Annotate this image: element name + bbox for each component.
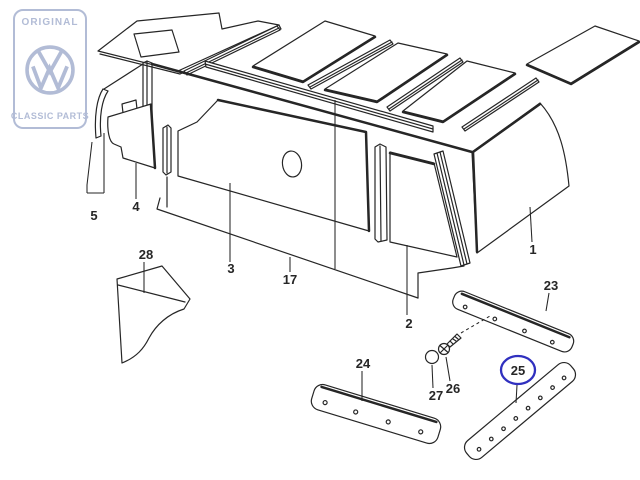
rear-step [417,265,465,299]
roof-rails [183,25,540,133]
part-label-27[interactable]: 27 [429,388,443,403]
part-25-strip [463,361,577,461]
leader-lines [86,100,550,404]
part-label-23[interactable]: 23 [544,278,558,293]
part-label-3[interactable]: 3 [227,261,234,276]
part-label-26[interactable]: 26 [446,381,460,396]
headliner-cutout [133,29,180,58]
part-3-side-panel [177,98,371,233]
part-27-cap [424,349,440,365]
highlight-circle [499,354,537,386]
part-label-1[interactable]: 1 [529,242,536,257]
part-labels: 5 4 28 3 17 2 1 23 24 27 26 25 [90,199,558,403]
c-pillar-rail [433,150,471,267]
part-label-17[interactable]: 17 [283,272,297,287]
part-label-25[interactable]: 25 [511,363,525,378]
part-label-28[interactable]: 28 [139,247,153,262]
part-label-5[interactable]: 5 [90,208,97,223]
part-label-4[interactable]: 4 [132,199,140,214]
part-1-quarter-panel [471,102,570,254]
watermark-bottom-text: CLASSIC PARTS [10,111,90,121]
roof-panels [251,20,640,124]
b-pillar-rail-rear [374,143,388,243]
part-label-2[interactable]: 2 [405,316,412,331]
part-28-arch-panel [116,265,191,364]
classic-parts-watermark: ORIGINAL CLASSIC PARTS [10,9,90,129]
part-2-panel [388,151,458,258]
front-corner-post [142,60,153,129]
part-24-strip [310,383,442,445]
roof-headliner-panel [97,12,282,75]
sill-edge [156,197,419,299]
vw-logo-icon [25,44,75,95]
watermark-top-text: ORIGINAL [21,17,79,28]
part-23-strip [452,290,575,353]
part-26-screw [437,315,491,356]
panel-hole [281,150,303,178]
part-5-pillar-trim [94,88,109,139]
b-pillar-rail-front [162,124,172,176]
part-label-24[interactable]: 24 [356,356,371,371]
part-4-panel [107,103,157,170]
body-outline [103,60,474,299]
